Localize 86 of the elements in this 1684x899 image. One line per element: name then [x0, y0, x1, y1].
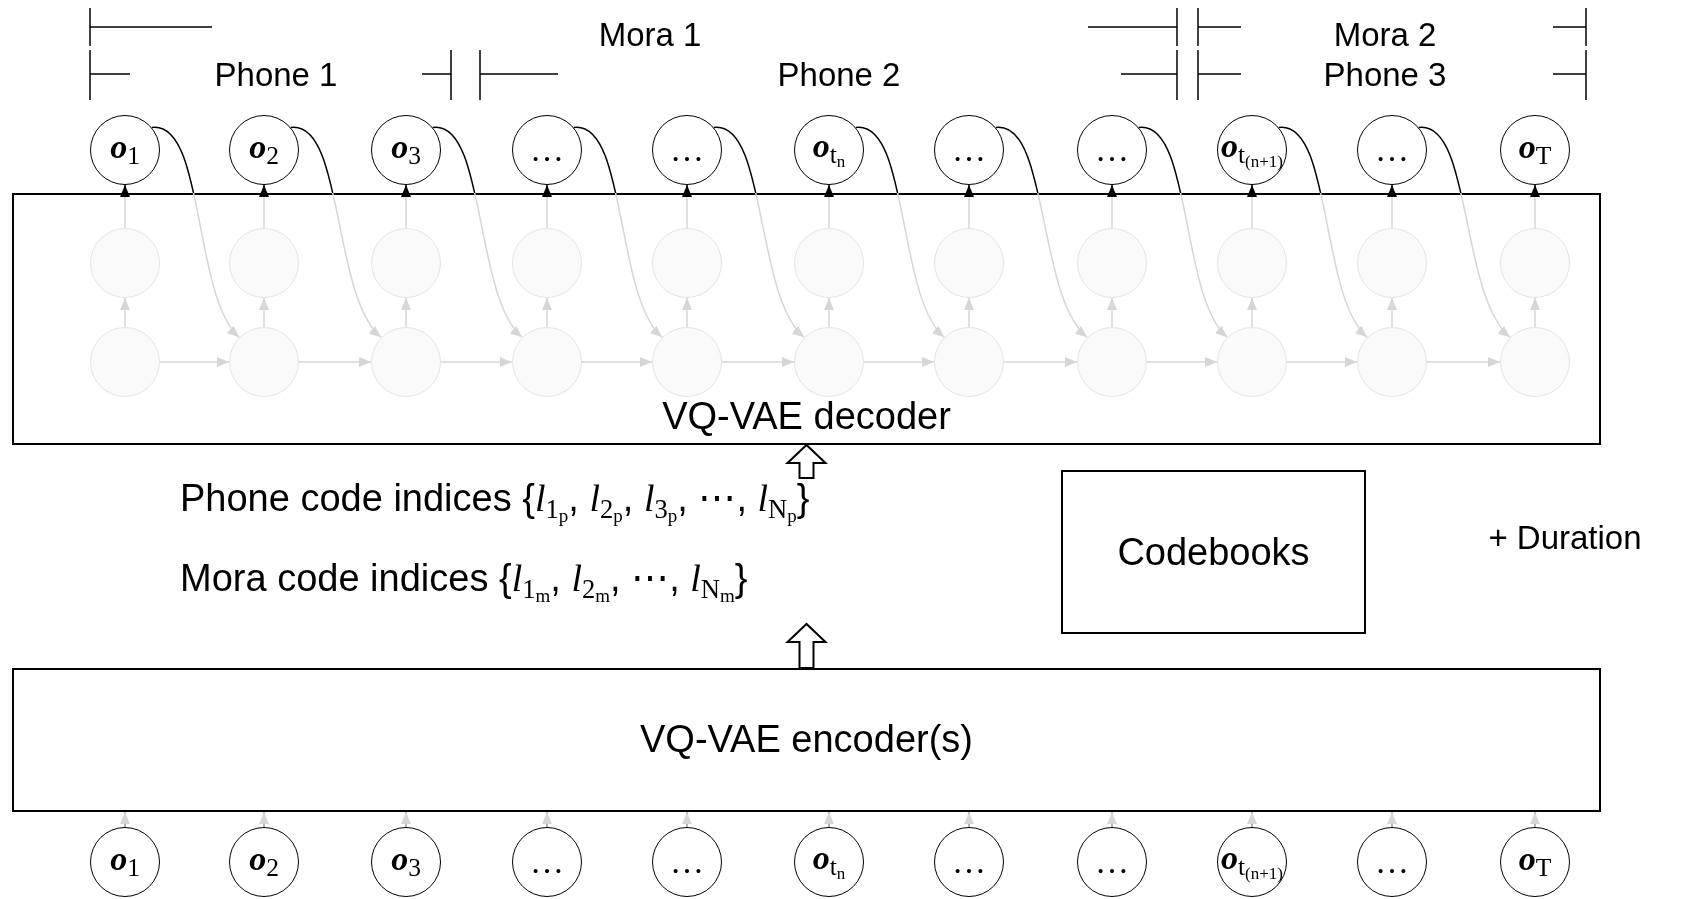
arrow — [159, 357, 230, 367]
arrow — [964, 184, 974, 229]
arrow — [401, 184, 411, 229]
arrow — [120, 297, 130, 328]
input-circle: … — [934, 827, 1004, 897]
output-circle: … — [1077, 115, 1147, 185]
arrow — [721, 357, 795, 367]
arrow — [863, 357, 935, 367]
arrow — [1387, 811, 1397, 828]
arrow — [573, 126, 663, 338]
arrow — [1530, 297, 1540, 328]
arrow — [1426, 357, 1501, 367]
codebook-box: Codebooks — [1061, 470, 1366, 634]
arrow — [151, 126, 240, 338]
arrow — [401, 811, 411, 828]
arrow — [1278, 126, 1368, 338]
arrow — [682, 297, 692, 328]
arrow — [440, 357, 513, 367]
arrow — [1146, 357, 1218, 367]
arrow — [1247, 184, 1257, 229]
arrow — [1138, 126, 1228, 338]
arrow — [432, 126, 523, 338]
hollow-arrow — [785, 443, 828, 479]
output-circle: … — [934, 115, 1004, 185]
input-circle: o$_{3}$ — [371, 827, 441, 897]
output-circle: … — [512, 115, 582, 185]
arrow — [1247, 811, 1257, 828]
arrow — [682, 184, 692, 229]
arrow — [1247, 297, 1257, 328]
arrow — [824, 297, 834, 328]
duration-note: + Duration — [1488, 520, 1642, 554]
output-circle: o$_{T}$ — [1500, 115, 1570, 185]
output-circle: … — [1357, 115, 1427, 185]
arrow — [824, 811, 834, 828]
arrow — [1530, 184, 1540, 229]
arrow — [1530, 811, 1540, 828]
arrow — [259, 811, 269, 828]
segment-label: Mora 2 — [1333, 17, 1437, 51]
arrow — [1286, 357, 1358, 367]
arrow — [298, 357, 372, 367]
hollow-arrow — [785, 622, 828, 669]
arrow — [824, 184, 834, 229]
arrow — [995, 126, 1088, 338]
arrow — [682, 811, 692, 828]
arrow — [259, 184, 269, 229]
arrow — [1107, 297, 1117, 328]
index-sequence: Mora code indices {l$_{1}$$_{m}$, l$_{2}$$_{m}$, ⋯, l$_{N}$$_{m}$} — [180, 558, 748, 608]
input-circle: … — [1077, 827, 1147, 897]
arrow — [542, 184, 552, 229]
segment-label: Phone 2 — [777, 57, 901, 91]
arrow — [542, 297, 552, 328]
arrow — [1387, 184, 1397, 229]
arrow — [1418, 126, 1511, 338]
encoder-box — [12, 668, 1601, 812]
segment-label: Phone 3 — [1323, 57, 1447, 91]
arrow — [964, 811, 974, 828]
segment-label: Phone 1 — [214, 57, 338, 91]
output-circle: o$_{2}$ — [229, 115, 299, 185]
input-circle: … — [512, 827, 582, 897]
arrow — [1107, 184, 1117, 229]
input-circle: … — [1357, 827, 1427, 897]
arrow — [259, 297, 269, 328]
arrow — [581, 357, 653, 367]
arrow — [1107, 811, 1117, 828]
arrow — [542, 811, 552, 828]
input-circle: o$_{2}$ — [229, 827, 299, 897]
decoder-box — [12, 193, 1601, 445]
arrow — [120, 184, 130, 229]
input-circle: o$_{T}$ — [1500, 827, 1570, 897]
arrow — [855, 126, 945, 338]
arrow — [401, 297, 411, 328]
output-circle: o$_{3}$ — [371, 115, 441, 185]
input-circle: o$_{1}$ — [90, 827, 160, 897]
input-circle: … — [652, 827, 722, 897]
arrow — [120, 811, 130, 828]
output-circle: … — [652, 115, 722, 185]
arrow — [713, 126, 805, 338]
output-circle: o$_{1}$ — [90, 115, 160, 185]
arrow — [1387, 297, 1397, 328]
segment-label: Mora 1 — [598, 17, 702, 51]
arrow — [964, 297, 974, 328]
encoder-title: VQ-VAE encoder(s) — [639, 718, 974, 761]
index-sequence: Phone code indices {l$_{1}$$_{p}$, l$_{2}$$_{p}$, l$_{3}$$_{p}$, ⋯, l$_{N}$$_{p}$} — [180, 478, 810, 528]
arrow — [1003, 357, 1078, 367]
arrow — [290, 126, 382, 338]
decoder-title: VQ-VAE decoder — [661, 395, 952, 438]
